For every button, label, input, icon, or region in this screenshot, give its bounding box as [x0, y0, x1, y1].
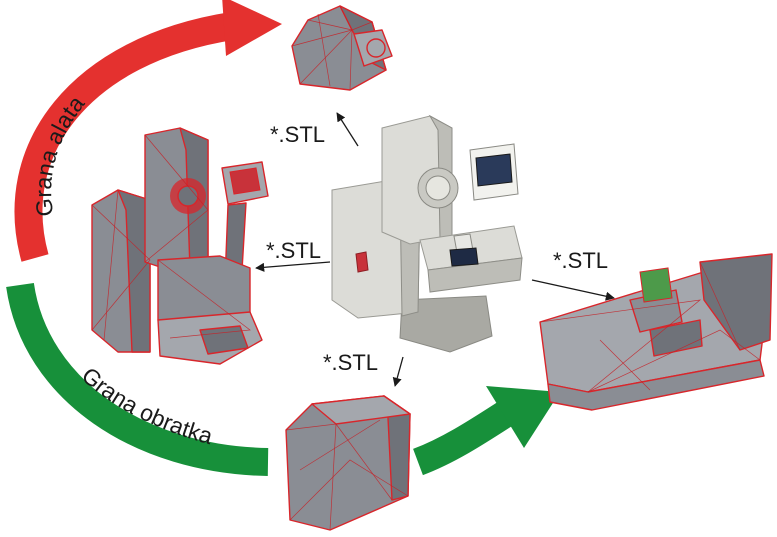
- spindle-head-mesh: [291, 5, 393, 91]
- machine-table-mesh: [539, 253, 773, 411]
- workpiece-to-table-arrow: [412, 386, 560, 476]
- stl-label-top: *.STL: [270, 122, 325, 147]
- tool-branch-arrow: [14, 0, 282, 262]
- export-arrow-left: [255, 261, 331, 272]
- stl-label-bottom: *.STL: [323, 350, 378, 375]
- machine-frame-mesh: [91, 127, 269, 365]
- stl-label-right: *.STL: [553, 248, 608, 273]
- export-arrow-bottom: [392, 356, 404, 387]
- cnc-machine-model: [331, 114, 523, 353]
- workpiece-branch-arrow: [6, 282, 269, 476]
- export-arrow-top: [336, 112, 359, 147]
- stl-label-left: *.STL: [266, 238, 321, 263]
- workpiece-mesh: [285, 395, 411, 531]
- export-arrow-right: [531, 279, 615, 301]
